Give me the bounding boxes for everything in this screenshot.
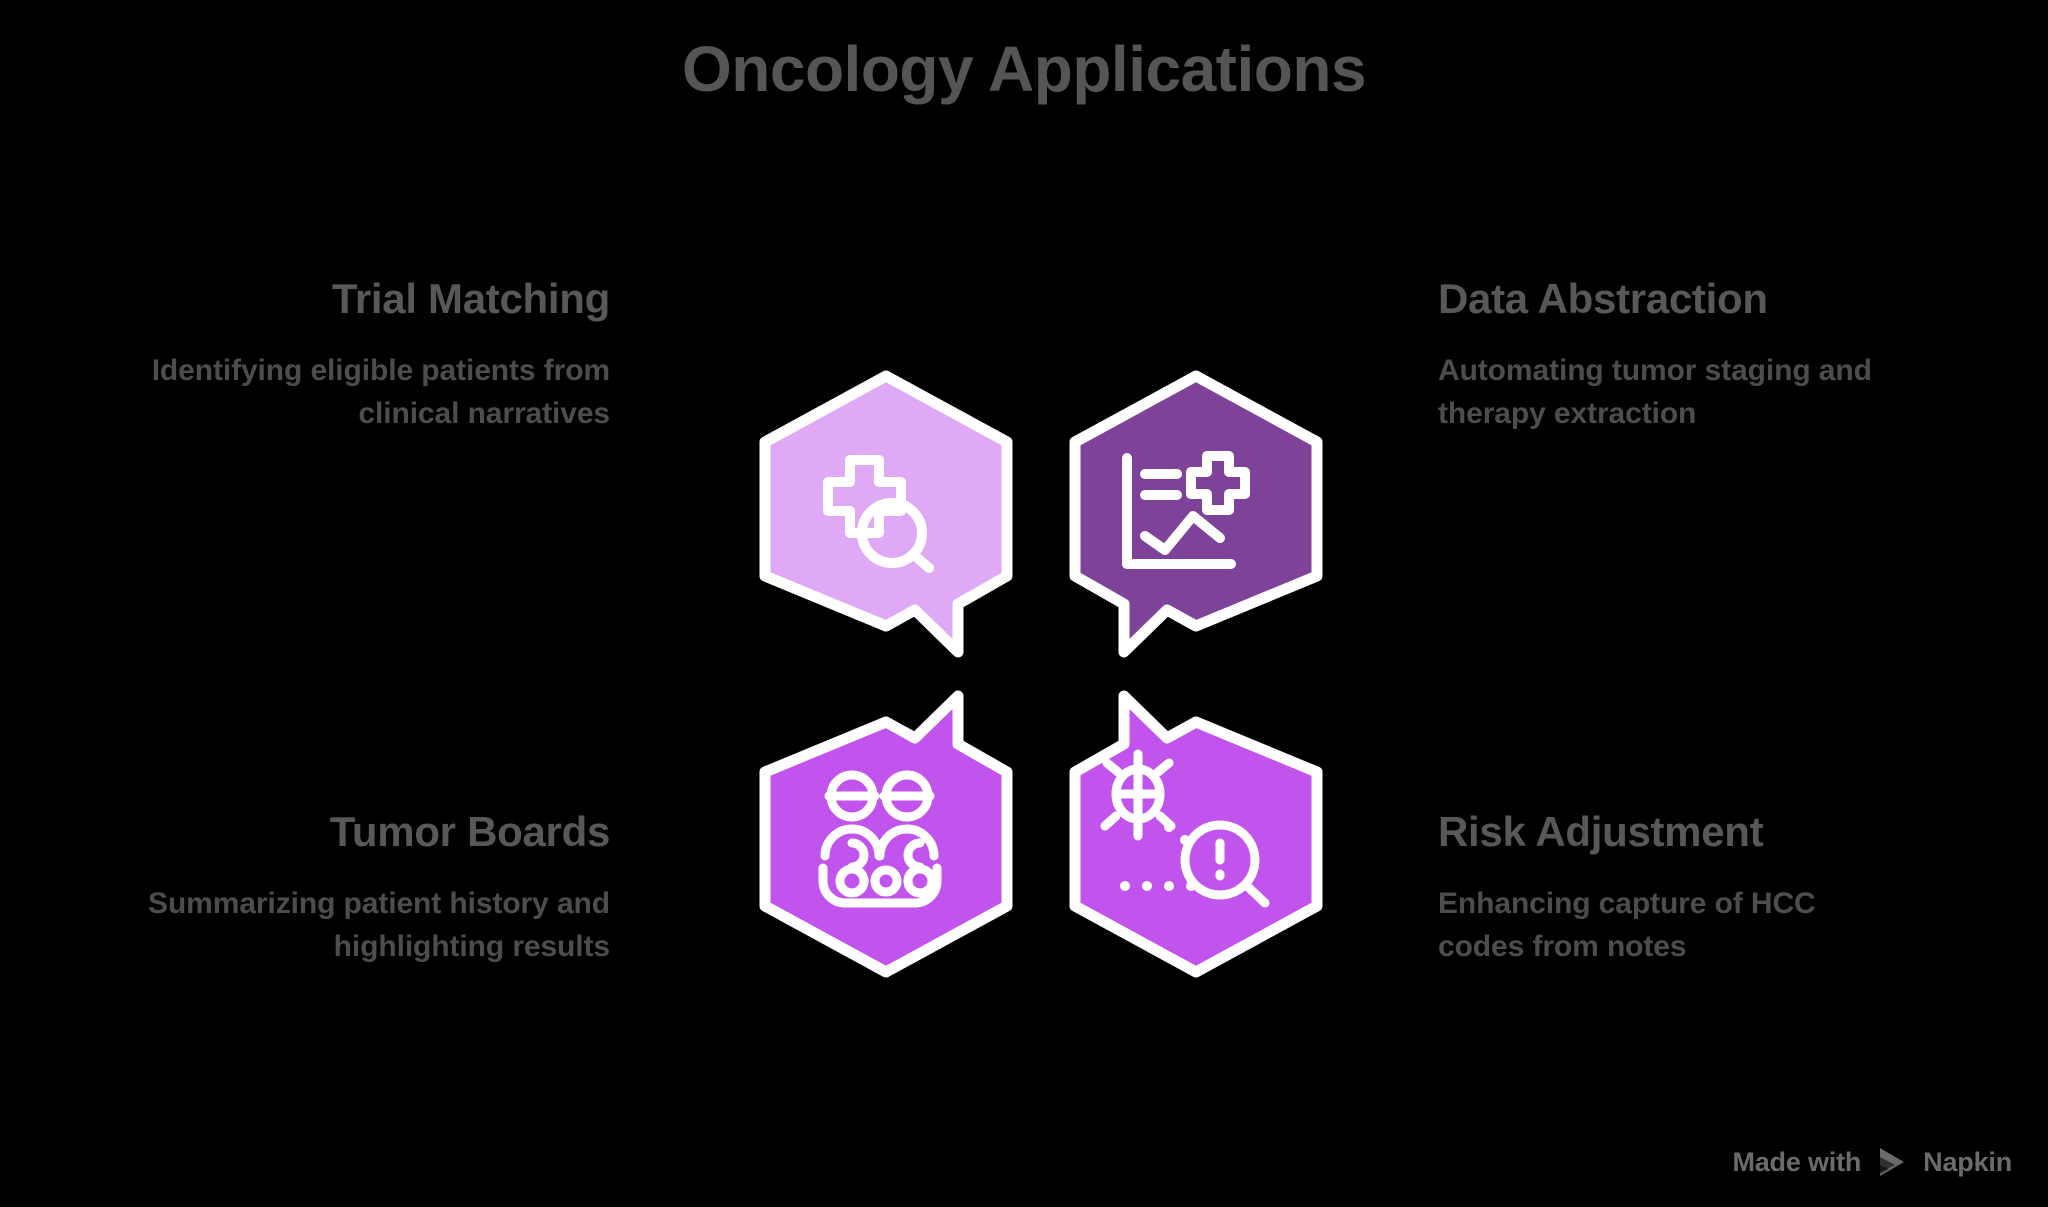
block-description-tumor-boards: Summarizing patient history and highligh… xyxy=(148,887,610,963)
napkin-play-logo xyxy=(1880,1148,1905,1176)
chart-icon xyxy=(1122,453,1236,569)
magnifier-alert-icon xyxy=(1180,820,1270,908)
info-block-trial-matching: Trial Matching Identifying eligible pati… xyxy=(140,275,611,435)
block-title-trial-matching: Trial Matching xyxy=(331,275,610,322)
cross-icon xyxy=(1186,451,1250,515)
napkin-watermark[interactable]: Made with Napkin xyxy=(1732,1145,2012,1179)
info-block-risk-adjustment: Risk Adjustment Enhancing capture of HCC… xyxy=(1438,808,1908,968)
page-title: Oncology Applications xyxy=(681,33,1367,105)
block-title-tumor-boards: Tumor Boards xyxy=(329,808,611,855)
hex-card-tumor-boards[interactable] xyxy=(755,688,1017,978)
hex-card-trial-matching[interactable] xyxy=(755,370,1017,660)
cross-icon xyxy=(823,455,906,538)
watermark-brand-label: Napkin xyxy=(1923,1146,2012,1177)
info-block-data-abstraction: Data Abstraction Automating tumor stagin… xyxy=(1438,275,1908,435)
info-block-tumor-boards: Tumor Boards Summarizing patient history… xyxy=(140,808,610,968)
block-title-data-abstraction: Data Abstraction xyxy=(1438,275,1768,322)
people-meeting-icon xyxy=(818,770,942,908)
block-description-trial-matching: Identifying eligible patients from clini… xyxy=(151,354,610,430)
bug-icon xyxy=(1100,749,1176,841)
hex-card-data-abstraction[interactable] xyxy=(1065,370,1327,660)
magnifier-icon xyxy=(857,498,934,573)
block-description-data-abstraction: Automating tumor staging and therapy ext… xyxy=(1438,354,1872,430)
hex-card-risk-adjustment[interactable] xyxy=(1065,688,1327,978)
block-description-risk-adjustment: Enhancing capture of HCC codes from note… xyxy=(1438,887,1816,963)
hexagon-icon-grid xyxy=(755,370,1325,980)
watermark-made-with-label: Made with xyxy=(1732,1146,1862,1177)
block-title-risk-adjustment: Risk Adjustment xyxy=(1438,808,1764,855)
